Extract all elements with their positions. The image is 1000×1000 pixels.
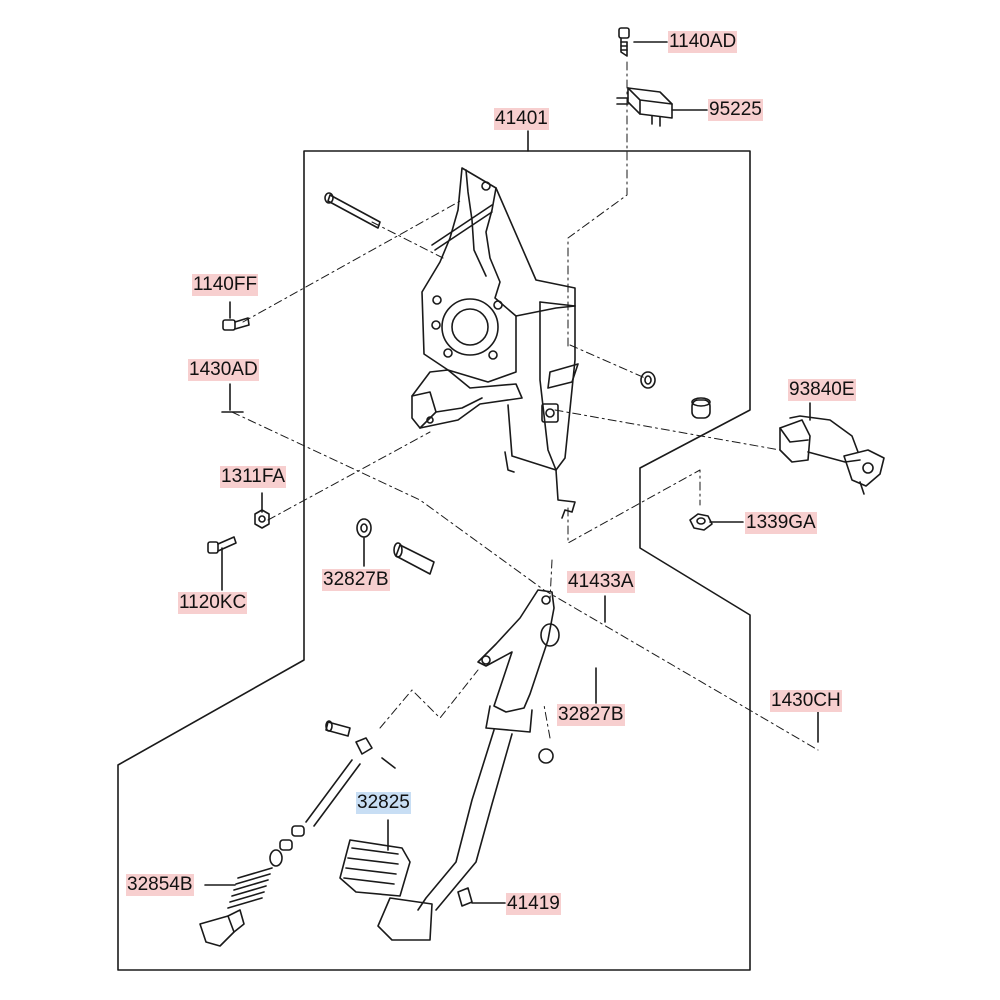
label-32827B-upper[interactable]: 32827B: [322, 569, 390, 591]
assembly-frame: [117, 150, 751, 971]
label-41419[interactable]: 41419: [506, 893, 561, 915]
stop-lamp-knob: [199, 909, 245, 947]
label-leaders: [204, 41, 819, 904]
pedal-pad-lower: [377, 897, 433, 941]
switch-93840E: [779, 415, 885, 495]
label-1339GA[interactable]: 1339GA: [745, 512, 817, 534]
label-95225[interactable]: 95225: [708, 99, 763, 121]
relay-95225: [616, 87, 673, 127]
pivot-bolt: [324, 192, 381, 229]
bolt-1140FF: [222, 317, 250, 331]
label-1430CH[interactable]: 1430CH: [770, 690, 842, 712]
nut-1339GA: [689, 513, 713, 531]
pedal-pad-32825: [339, 839, 411, 897]
bolt-1120KC: [207, 536, 237, 554]
bolt-1140AD: [618, 27, 630, 57]
clevis-pin: [325, 720, 554, 769]
label-1140FF[interactable]: 1140FF: [192, 274, 259, 296]
label-1140AD[interactable]: 1140AD: [668, 31, 738, 53]
push-rod: [269, 737, 373, 867]
label-1311FA[interactable]: 1311FA: [220, 466, 287, 488]
label-1430AD[interactable]: 1430AD: [188, 359, 259, 381]
label-32827B-lower[interactable]: 32827B: [557, 704, 625, 726]
label-41401[interactable]: 41401: [494, 108, 549, 130]
bush-32827B-upper: [356, 518, 372, 538]
bushing: [691, 397, 711, 419]
label-32825[interactable]: 32825: [356, 792, 411, 814]
dash-dot-leaders: [231, 61, 819, 751]
spring-32854B: [227, 867, 273, 909]
label-41433A[interactable]: 41433A: [567, 571, 635, 593]
sleeve: [393, 542, 435, 575]
nut-1311FA: [254, 509, 270, 529]
brake-pedal-arm: [417, 589, 560, 911]
label-1120KC[interactable]: 1120KC: [178, 592, 248, 614]
clip: [640, 371, 656, 389]
pedal-bracket-41401: [411, 167, 579, 519]
label-32854B[interactable]: 32854B: [126, 874, 194, 896]
stopper-41419: [457, 887, 473, 907]
label-93840E[interactable]: 93840E: [788, 379, 856, 401]
